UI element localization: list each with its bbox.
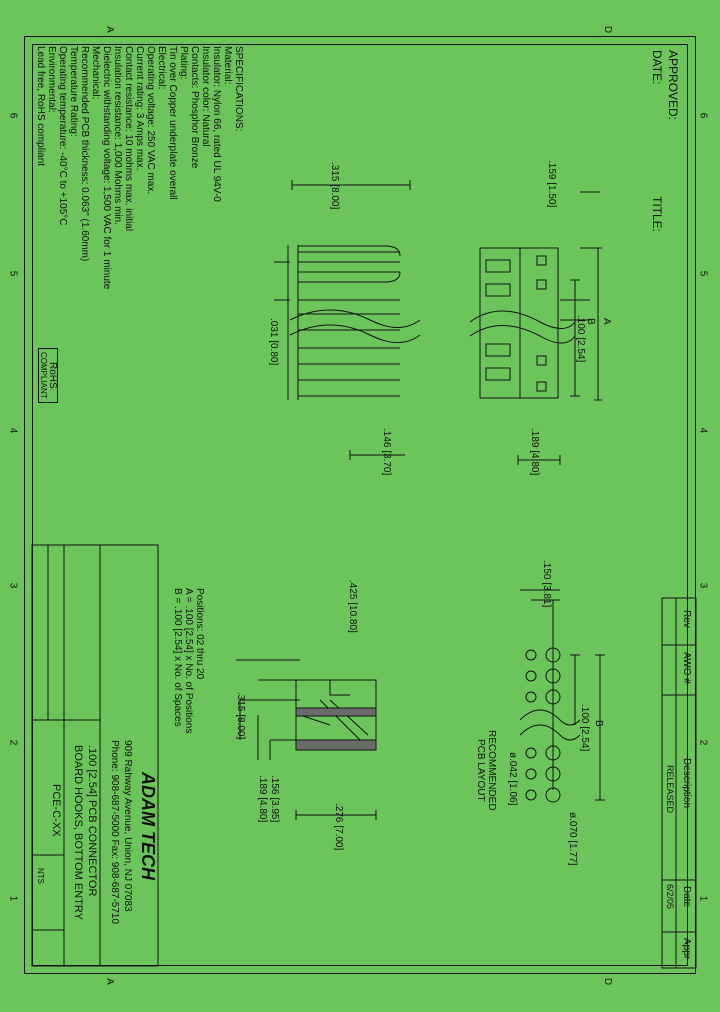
company-name: ADAM TECH bbox=[138, 772, 158, 880]
part-description: BOARD HOOKS, BOTTOM ENTRY bbox=[72, 745, 84, 921]
appr-header: Appr bbox=[681, 938, 692, 960]
break-line bbox=[469, 325, 576, 344]
drawing-border bbox=[24, 36, 696, 974]
break-line bbox=[469, 310, 576, 329]
title-block-grid bbox=[31, 544, 159, 967]
dim-text: B bbox=[593, 720, 604, 727]
description-header: Description bbox=[681, 758, 692, 809]
dim-text: .031 [0.80] bbox=[268, 318, 279, 366]
dim-text: .189 [4.80] bbox=[257, 775, 268, 823]
cross-section-view bbox=[295, 679, 377, 751]
positions-line: A = .100 [2.54] x No. of Positions bbox=[183, 588, 194, 734]
company-phone: Phone: 908-687-5000 Fax: 908-687-5710 bbox=[109, 740, 120, 925]
dim-text: .150 [3.81] bbox=[541, 560, 552, 608]
dim-text: ø.070 [1.77] bbox=[567, 812, 578, 866]
scale: NTS bbox=[36, 868, 45, 884]
date-header: Date bbox=[681, 886, 692, 908]
break-line bbox=[289, 309, 421, 328]
part-description: .100 [2.54] PCB CONNECTOR bbox=[86, 745, 98, 897]
pcb-layout bbox=[519, 647, 581, 803]
dim-text: .100 [2.54] bbox=[579, 704, 590, 752]
dim-text: A bbox=[601, 318, 612, 325]
dim-text: .189 [4.80] bbox=[529, 428, 540, 476]
dim-text: .100 [2.54] bbox=[575, 315, 586, 363]
company-address: 909 Rahway Avenue, Union, NJ 07083 bbox=[122, 740, 133, 912]
top-view-housing bbox=[479, 247, 559, 399]
dim-text: B bbox=[585, 318, 596, 325]
dim-text: .315 [8.00] bbox=[235, 692, 246, 740]
dim-text: .156 [3.95] bbox=[269, 775, 280, 823]
awo-header: AWO # bbox=[681, 652, 692, 684]
side-view-contacts bbox=[287, 245, 401, 400]
dim-text: .146 [3.70] bbox=[381, 428, 392, 476]
dim-text: .315 [8.00] bbox=[329, 162, 340, 210]
dim-text: ø.042 [1.06] bbox=[507, 752, 518, 806]
rev-description: RELEASED bbox=[665, 765, 675, 814]
drawing-inner-border bbox=[32, 44, 688, 966]
pcb-label-line: RECOMMENDED bbox=[486, 730, 497, 811]
part-number: PCE-C-XX bbox=[50, 784, 62, 837]
break-line bbox=[289, 324, 421, 343]
pcb-layout-label: RECOMMENDED PCB LAYOUT bbox=[475, 730, 497, 811]
rev-header: Rev bbox=[681, 610, 692, 628]
dim-text: .276 [7.00] bbox=[333, 803, 344, 851]
positions-line: B = .100 [2.54] x No. of Spaces bbox=[172, 588, 183, 727]
revision-table-grid bbox=[661, 597, 697, 969]
dim-text: .159 [1.50] bbox=[546, 160, 557, 208]
positions-note: Positions: 02 thru 20 A = .100 [2.54] x … bbox=[172, 588, 205, 733]
dim-text: .425 [10.80] bbox=[347, 580, 358, 633]
pcb-label-line: PCB LAYOUT bbox=[475, 738, 486, 802]
rev-date: 6/2/05 bbox=[665, 884, 675, 910]
positions-line: Positions: 02 thru 20 bbox=[194, 588, 205, 680]
